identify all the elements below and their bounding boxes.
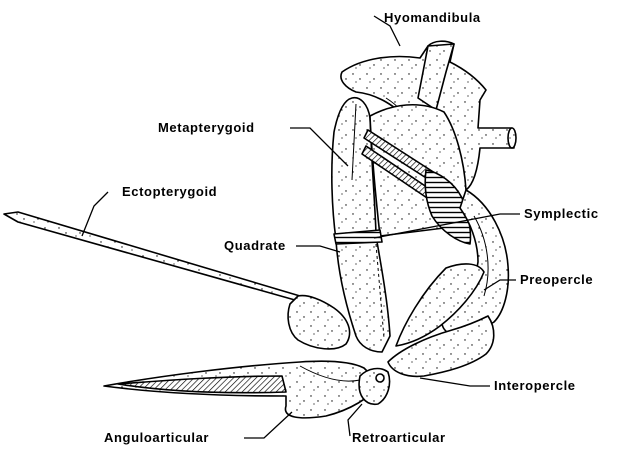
label-preopercle: Preopercle [520,272,593,287]
ectopterygoid-bone [4,212,350,349]
leader-ectopterygoid [82,192,108,236]
label-ectopterygoid: Ectopterygoid [122,184,217,199]
label-quadrate: Quadrate [224,238,286,253]
leader-anguloarticular [244,412,292,438]
label-anguloarticular: Anguloarticular [104,430,209,445]
leader-interopercle [420,378,490,386]
retroarticular-bone [359,369,389,405]
interopercle-bone [388,264,494,376]
label-symplectic: Symplectic [524,206,599,221]
leader-quadrate [296,246,340,252]
anguloarticular-bone [104,361,380,418]
label-retroarticular: Retroarticular [352,430,446,445]
label-hyomandibula: Hyomandibula [384,10,481,25]
label-metapterygoid: Metapterygoid [158,120,255,135]
label-interopercle: Interopercle [494,378,576,393]
